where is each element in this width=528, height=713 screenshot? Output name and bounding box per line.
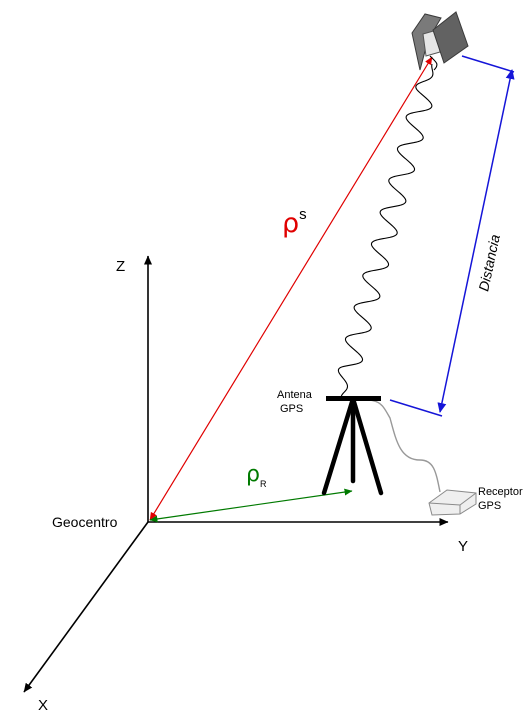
gps-antenna-tripod	[321, 396, 384, 496]
antenna-cable	[355, 398, 441, 493]
rho-s-symbol: ρ	[282, 208, 299, 239]
satellite-range-label: ρs	[282, 206, 307, 239]
distance-indicator	[389, 55, 515, 417]
receiver-label-line2: GPS	[478, 500, 501, 512]
gps-receiver-icon	[428, 489, 477, 516]
antenna-label-line2: GPS	[280, 403, 303, 415]
tripod-leg-left	[321, 399, 355, 496]
distance-arrow	[437, 69, 515, 413]
y-axis-label: Y	[458, 538, 468, 555]
distance-tick-top	[461, 55, 515, 73]
satellite-antenna-hook	[429, 55, 438, 71]
z-axis-label: Z	[116, 258, 125, 275]
receiver-range-label: ρR	[246, 462, 267, 489]
tripod-leg-right	[351, 399, 384, 496]
satellite-panel-right	[432, 11, 469, 64]
receiver-label-line1: Receptor	[478, 486, 523, 498]
rho-r-symbol: ρ	[246, 462, 260, 487]
antenna-label-line1: Antena	[277, 389, 313, 401]
rho-s-superscript: s	[299, 206, 307, 223]
signal-wave	[337, 63, 434, 398]
distance-label: Distancia	[475, 233, 503, 293]
rho-r-subscript: R	[260, 479, 267, 489]
x-axis	[23, 521, 149, 693]
distance-tick-bottom	[389, 399, 443, 417]
receiver-range-vector	[149, 488, 353, 523]
satellite-range-vector	[149, 56, 433, 521]
coordinate-axes	[23, 255, 449, 693]
satellite-icon	[411, 11, 469, 71]
x-axis-label: X	[38, 697, 48, 713]
origin-label: Geocentro	[52, 514, 118, 530]
